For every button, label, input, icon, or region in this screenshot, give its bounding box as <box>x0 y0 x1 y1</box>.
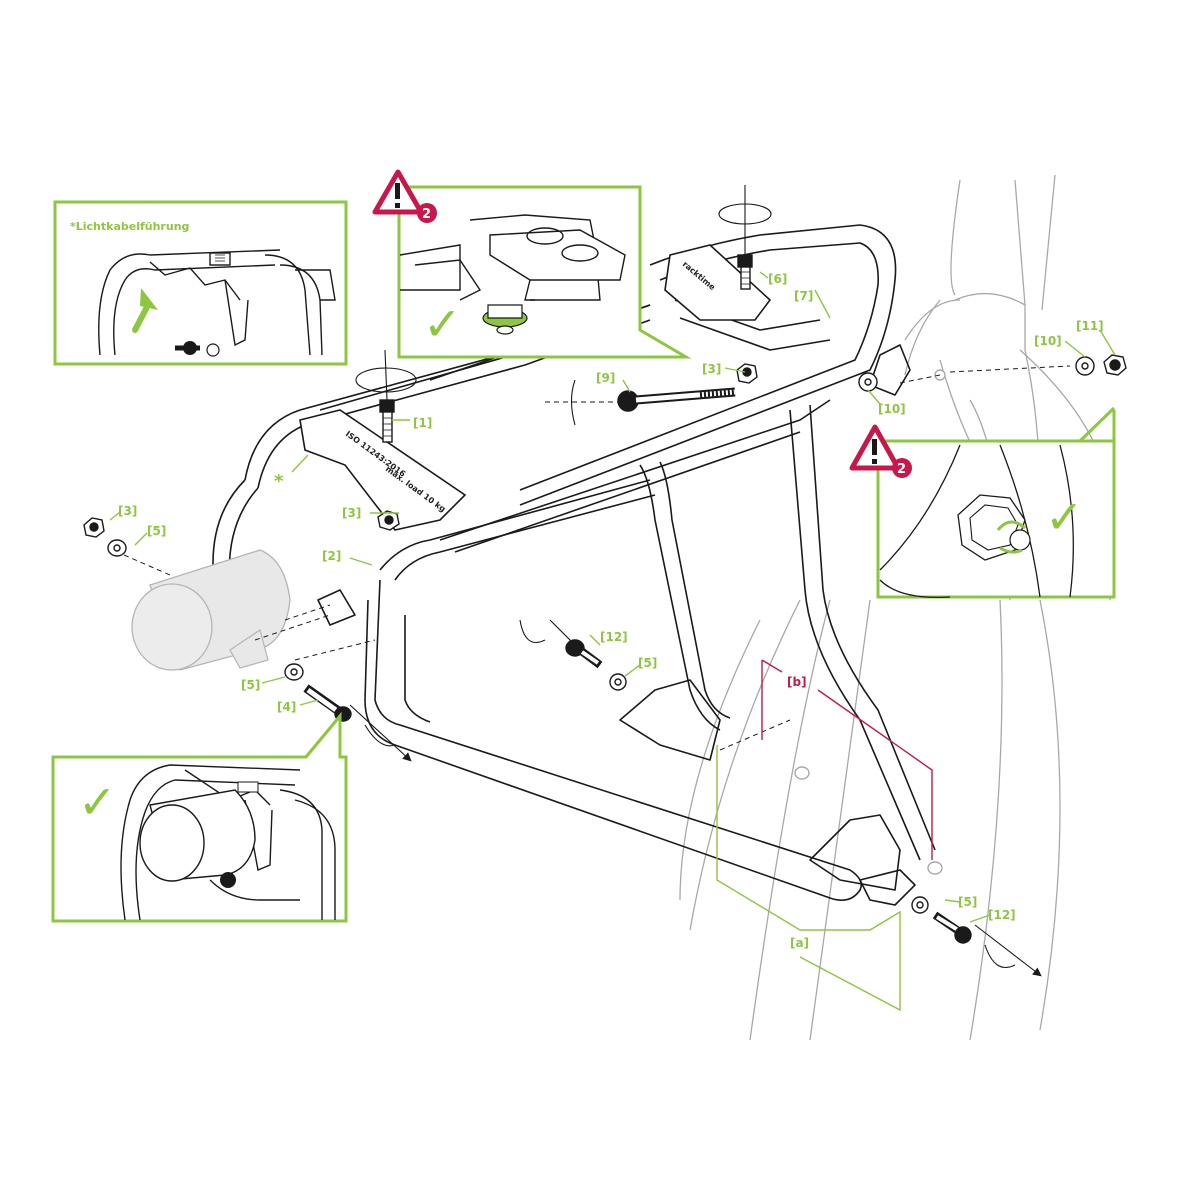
washer-5-middle <box>609 673 627 691</box>
inset-cable-routing: *Lichtkabelführung <box>53 200 348 366</box>
label-5-left: [5] <box>147 524 166 538</box>
label-12-middle: [12] <box>600 630 628 644</box>
nut-3-centre <box>377 510 400 531</box>
nut-3-left <box>83 517 105 538</box>
label-b: [b] <box>787 675 807 689</box>
bolt-12-lower <box>932 911 972 944</box>
washer-5-left <box>107 539 127 557</box>
warning-number-top: 2 <box>422 207 431 222</box>
front-top-bracket: ISO 11243:2016 max. load 10 kg <box>299 409 467 531</box>
assembly-guide-lines <box>123 365 1071 751</box>
checkmark-icon-right: ✓ <box>1045 490 1084 544</box>
washer-10-right <box>1075 356 1095 376</box>
callout-leaders <box>109 271 1116 1012</box>
washer-5-lower-left <box>284 663 304 681</box>
inset-lamp-mounted: ✓ <box>51 711 348 923</box>
warning-badge-top: 2 <box>372 169 437 223</box>
label-3-centre: [3] <box>342 506 361 520</box>
inset-axle-nut: ✓ <box>876 406 1116 599</box>
inset-nut-detail: ✓ <box>397 185 692 359</box>
bolt-12-middle <box>565 639 603 669</box>
washer-5-lower-right <box>911 896 929 914</box>
label-5-lower-left: [5] <box>241 678 260 692</box>
label-5-middle: [5] <box>638 656 657 670</box>
bike-frame-background <box>679 174 1116 1041</box>
label-4: [4] <box>277 700 296 714</box>
bolt-4 <box>303 684 352 722</box>
front-lamp <box>131 549 291 671</box>
label-3-left: [3] <box>118 504 137 518</box>
label-1: [1] <box>413 416 432 430</box>
asterisk-marker: * <box>274 471 284 492</box>
checkmark-icon-bottom: ✓ <box>78 775 117 829</box>
cable-routing-note: *Lichtkabelführung <box>70 220 189 233</box>
label-11: [11] <box>1076 319 1104 333</box>
label-3-rear: [3] <box>702 362 721 376</box>
label-10-rear: [10] <box>878 402 906 416</box>
warning-number-right: 2 <box>897 462 906 477</box>
part-labels: [1] [2] [3] [3] [3] [4] [5] [5] [5] [5] … <box>118 272 1104 950</box>
bolt-1 <box>379 399 395 443</box>
label-7: [7] <box>794 289 813 303</box>
hardware <box>83 254 1127 944</box>
label-6: [6] <box>768 272 787 286</box>
rear-top-bracket: racktime <box>664 244 772 321</box>
bracket-b <box>761 659 933 860</box>
label-10-right: [10] <box>1034 334 1062 348</box>
frame-eyelet <box>794 369 946 875</box>
rotation-indicators <box>349 185 1042 977</box>
nut-11 <box>1103 354 1127 376</box>
label-5-lower-right: [5] <box>958 895 977 909</box>
warning-badge-right: 2 <box>849 424 912 478</box>
nut-3-rear <box>736 363 758 384</box>
label-12-lower: [12] <box>988 908 1016 922</box>
checkmark-icon-top: ✓ <box>423 297 462 351</box>
label-9: [9] <box>596 371 615 385</box>
label-2: [2] <box>322 549 341 563</box>
label-a: [a] <box>790 936 809 950</box>
washer-10-rear <box>858 372 878 392</box>
cable-arrow-icon <box>132 288 158 333</box>
bolt-9 <box>617 387 736 412</box>
